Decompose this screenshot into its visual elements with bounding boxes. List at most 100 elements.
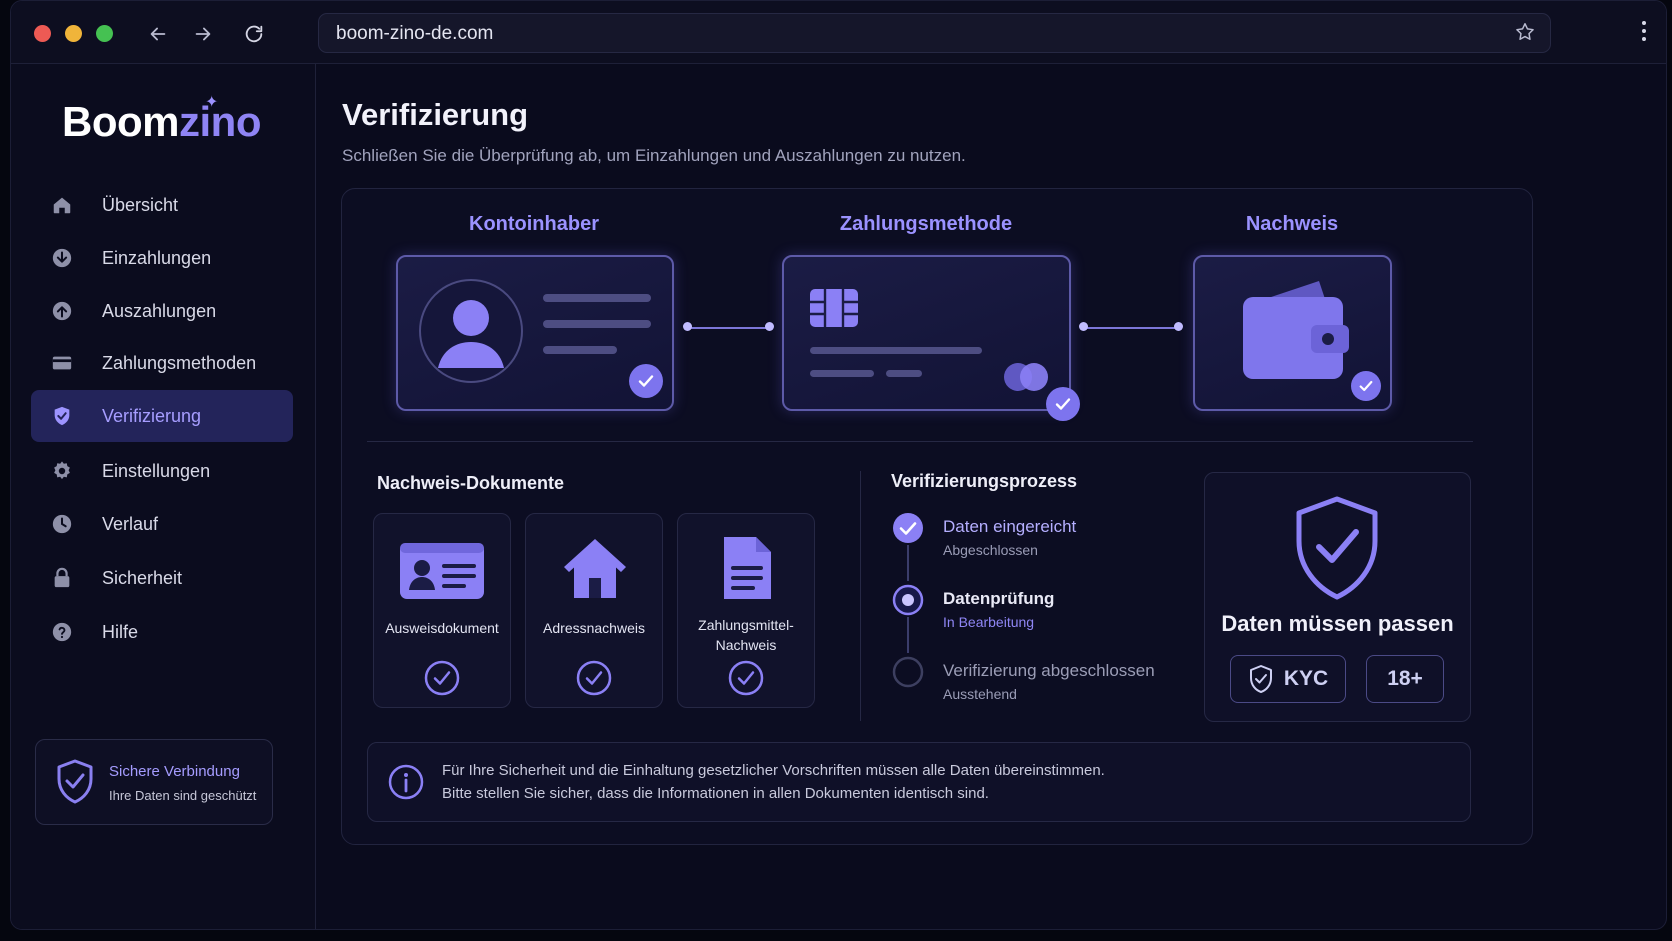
documents-title: Nachweis-Dokumente xyxy=(377,473,565,493)
sidebar-item-label: Zahlungsmethoden xyxy=(102,352,257,373)
page-subtitle: Schließen Sie die Überprüfung ab, um Ein… xyxy=(342,146,966,165)
sidebar-item-einstellungen[interactable]: Einstellungen xyxy=(31,445,293,497)
sidebar-item-uebersicht[interactable]: Übersicht xyxy=(31,179,293,231)
address-bar[interactable]: boom-zino-de.com xyxy=(318,13,1551,53)
check-icon xyxy=(638,375,654,387)
document-card-zahlungsmittel[interactable]: Zahlungsmittel- Nachweis xyxy=(677,513,815,708)
sidebar-item-auszahlungen[interactable]: Auszahlungen xyxy=(31,285,293,337)
logo-text-part2: zino xyxy=(179,98,261,145)
check-icon xyxy=(1055,398,1071,410)
proof-card[interactable] xyxy=(1193,255,1392,411)
close-window-button[interactable] xyxy=(34,25,51,42)
sidebar-item-label: Einstellungen xyxy=(102,460,211,481)
upload-circle-icon xyxy=(52,301,72,321)
card-network-logo-icon xyxy=(1004,363,1048,391)
kyc-badge: KYC xyxy=(1230,655,1346,703)
placeholder-line xyxy=(543,346,617,354)
completed-check-badge xyxy=(629,364,663,398)
sidebar-item-verlauf[interactable]: Verlauf xyxy=(31,498,293,550)
process-line xyxy=(907,617,909,653)
data-match-box: Daten müssen passen KYC 18+ xyxy=(1204,472,1471,722)
step-title-nachweis: Nachweis xyxy=(1245,213,1339,235)
shield-check-icon xyxy=(57,759,93,804)
browser-menu-icon[interactable] xyxy=(1640,19,1648,43)
connector-dot xyxy=(1079,322,1088,331)
bookmark-star-icon[interactable] xyxy=(1514,21,1536,43)
sidebar-item-label: Einzahlungen xyxy=(102,247,212,268)
page-title: Verifizierung xyxy=(342,97,529,132)
placeholder-line xyxy=(810,347,982,354)
check-circle-icon xyxy=(728,660,764,696)
shield-check-icon xyxy=(1296,496,1378,600)
sidebar-item-sicherheit[interactable]: Sicherheit xyxy=(31,552,293,604)
step-title-zahlungsmethode: Zahlungsmethode xyxy=(839,213,1013,235)
document-icon xyxy=(724,537,771,599)
sidebar-item-verifizierung[interactable]: Verifizierung xyxy=(31,390,293,442)
sidebar-item-label: Verifizierung xyxy=(102,405,202,426)
process-line xyxy=(907,545,909,581)
step-connector xyxy=(1084,327,1179,329)
lock-icon xyxy=(54,567,70,588)
connector-dot xyxy=(1174,322,1183,331)
download-circle-icon xyxy=(52,248,72,268)
browser-window: boom-zino-de.com Boomzino ✦ Übersicht Ei… xyxy=(10,0,1667,930)
process-step-status: Abgeschlossen xyxy=(943,542,1038,558)
secure-connection-box: Sichere Verbindung Ihre Daten sind gesch… xyxy=(35,739,273,825)
shield-check-icon xyxy=(54,406,70,426)
forward-button[interactable] xyxy=(188,19,218,49)
info-icon xyxy=(388,764,424,800)
process-step-title: Datenprüfung xyxy=(943,589,1055,608)
document-label-line2: Nachweis xyxy=(715,637,777,653)
sidebar-item-label: Übersicht xyxy=(102,194,179,215)
kyc-badge-label: KYC xyxy=(1283,667,1329,690)
process-step-status: In Bearbeitung xyxy=(943,614,1035,630)
check-icon xyxy=(1359,380,1373,392)
process-step-title: Daten eingereicht xyxy=(943,517,1077,536)
placeholder-line xyxy=(543,294,651,302)
maximize-window-button[interactable] xyxy=(96,25,113,42)
document-card-adresse[interactable]: Adressnachweis xyxy=(525,513,663,708)
info-line-2: Bitte stellen Sie sicher, dass die Infor… xyxy=(442,785,989,802)
process-step-title: Verifizierung abgeschlossen xyxy=(943,661,1155,680)
document-label-line1: Zahlungsmittel- xyxy=(698,617,794,633)
sidebar-item-label: Auszahlungen xyxy=(102,300,217,321)
card-chip-icon xyxy=(810,289,858,327)
section-divider xyxy=(367,441,1473,442)
house-icon xyxy=(564,539,626,598)
credit-card-icon xyxy=(52,356,72,370)
account-holder-card[interactable] xyxy=(396,255,674,411)
home-icon xyxy=(53,197,71,214)
arrow-left-icon xyxy=(150,27,166,41)
minimize-window-button[interactable] xyxy=(65,25,82,42)
help-circle-icon xyxy=(52,622,72,642)
completed-check-badge xyxy=(1046,387,1080,421)
sidebar-item-einzahlungen[interactable]: Einzahlungen xyxy=(31,232,293,284)
sidebar-item-label: Sicherheit xyxy=(102,567,183,588)
document-card-ausweis[interactable]: Ausweisdokument xyxy=(373,513,511,708)
document-label: Adressnachweis xyxy=(543,620,645,636)
secure-connection-title: Sichere Verbindung xyxy=(109,763,240,780)
sidebar-item-label: Verlauf xyxy=(102,513,159,534)
step-pending-icon xyxy=(892,656,924,688)
placeholder-line xyxy=(810,370,874,377)
info-line-1: Für Ihre Sicherheit und die Einhaltung g… xyxy=(442,762,1105,779)
connector-dot xyxy=(683,322,692,331)
back-button[interactable] xyxy=(143,19,173,49)
process-title: Verifizierungsprozess xyxy=(891,471,1078,491)
check-circle-icon xyxy=(576,660,612,696)
logo-text-part1: Boom xyxy=(62,98,180,145)
reload-button[interactable] xyxy=(239,19,269,49)
step-active-icon xyxy=(892,584,924,616)
sparkle-icon: ✦ xyxy=(205,94,218,111)
id-card-icon xyxy=(400,543,484,599)
step-connector xyxy=(688,327,770,329)
connector-dot xyxy=(765,322,774,331)
age-badge: 18+ xyxy=(1366,655,1444,703)
step-title-kontoinhaber: Kontoinhaber xyxy=(469,213,599,235)
reload-icon xyxy=(245,25,263,43)
brand-logo[interactable]: Boomzino ✦ xyxy=(62,94,261,146)
payment-method-card[interactable] xyxy=(782,255,1080,421)
sidebar-item-zahlungsmethoden[interactable]: Zahlungsmethoden xyxy=(31,337,293,389)
sidebar-item-hilfe[interactable]: Hilfe xyxy=(31,606,293,658)
sidebar-item-label: Hilfe xyxy=(102,621,139,642)
